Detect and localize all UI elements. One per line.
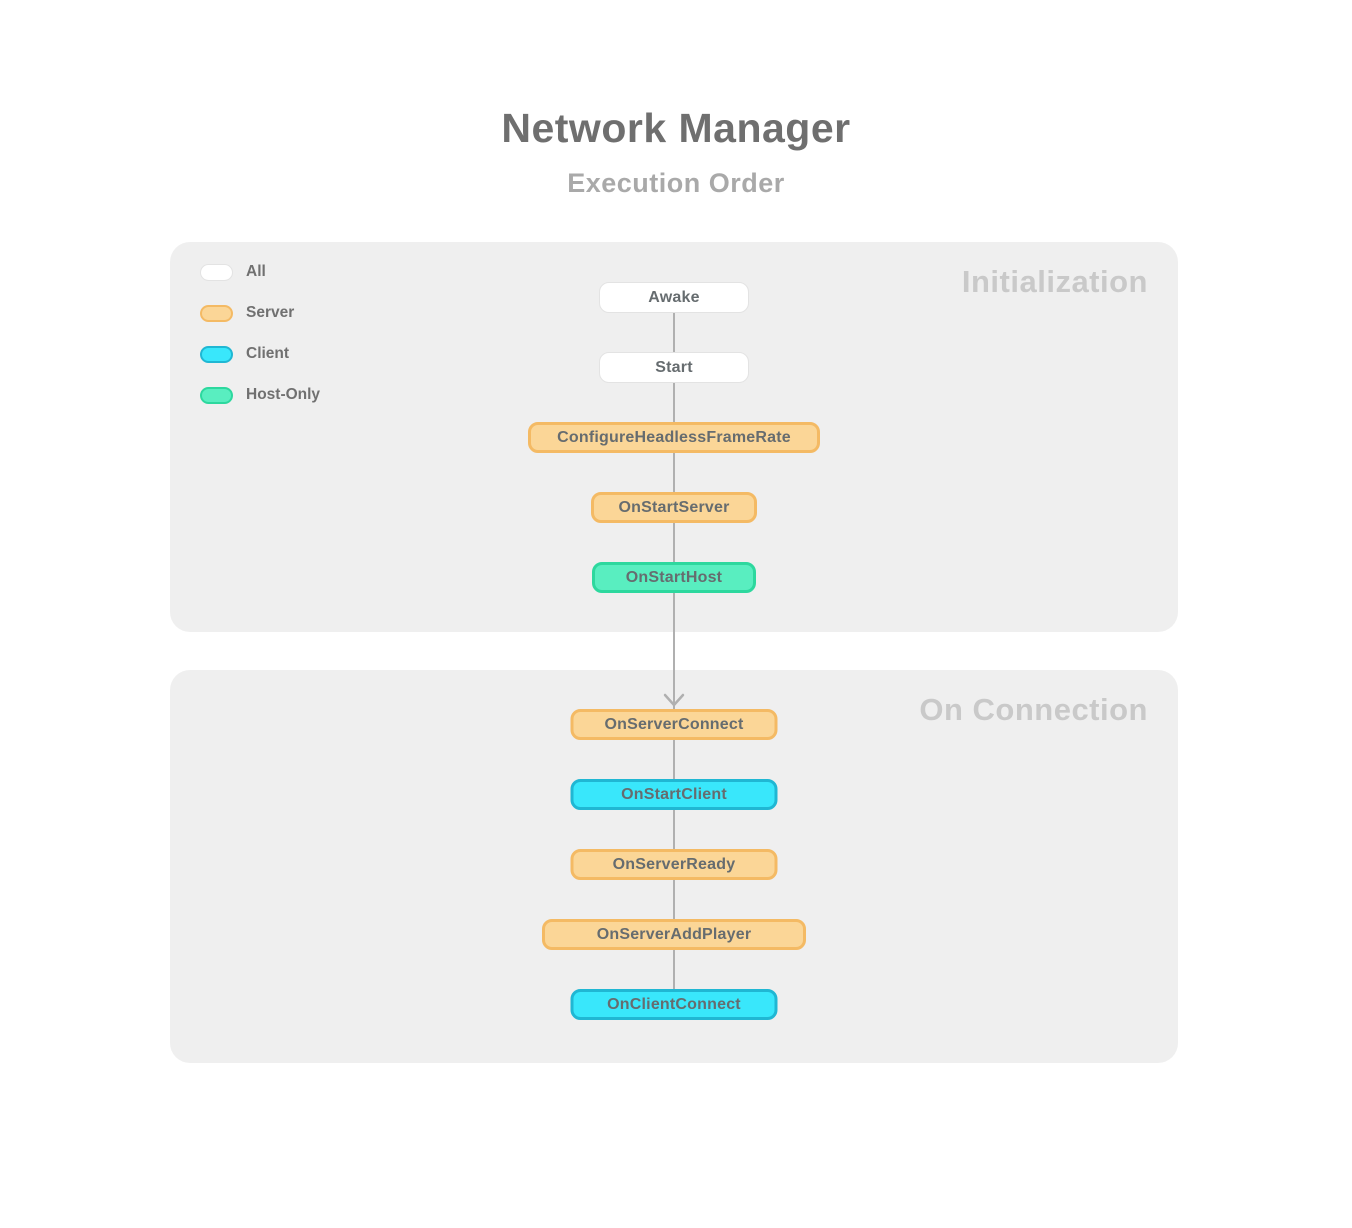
node-on-start-host: OnStartHost: [592, 562, 756, 593]
legend-label-server: Server: [246, 304, 295, 321]
section-title-on-connection: On Connection: [919, 692, 1148, 727]
node-on-server-add-player: OnServerAddPlayer: [542, 919, 806, 950]
legend-swatch-client-icon: [200, 345, 233, 363]
page-title: Network Manager: [501, 105, 851, 151]
node-on-client-connect: OnClientConnect: [570, 989, 778, 1020]
node-on-start-client: OnStartClient: [570, 779, 778, 810]
legend-label-all: All: [246, 263, 266, 280]
legend-item-all: All: [200, 263, 320, 281]
header: Network Manager Execution Order: [0, 105, 1352, 199]
legend-label-client: Client: [246, 345, 290, 362]
node-on-start-server: OnStartServer: [591, 492, 757, 523]
page-subtitle: Execution Order: [567, 168, 785, 198]
legend-swatch-all-icon: [200, 263, 233, 281]
legend-item-host-only: Host-Only: [200, 386, 320, 404]
legend-swatch-host-only-icon: [200, 386, 233, 404]
node-awake: Awake: [599, 282, 749, 313]
node-start: Start: [599, 352, 749, 383]
section-title-initialization: Initialization: [961, 264, 1148, 299]
node-configure-headless-framerate: ConfigureHeadlessFrameRate: [528, 422, 820, 453]
legend-item-client: Client: [200, 345, 320, 363]
node-on-server-ready: OnServerReady: [570, 849, 778, 880]
legend-item-server: Server: [200, 304, 320, 322]
node-on-server-connect: OnServerConnect: [570, 709, 778, 740]
legend-label-host-only: Host-Only: [246, 386, 321, 403]
legend: All Server Client Host-Only: [200, 263, 320, 404]
legend-swatch-server-icon: [200, 304, 233, 322]
